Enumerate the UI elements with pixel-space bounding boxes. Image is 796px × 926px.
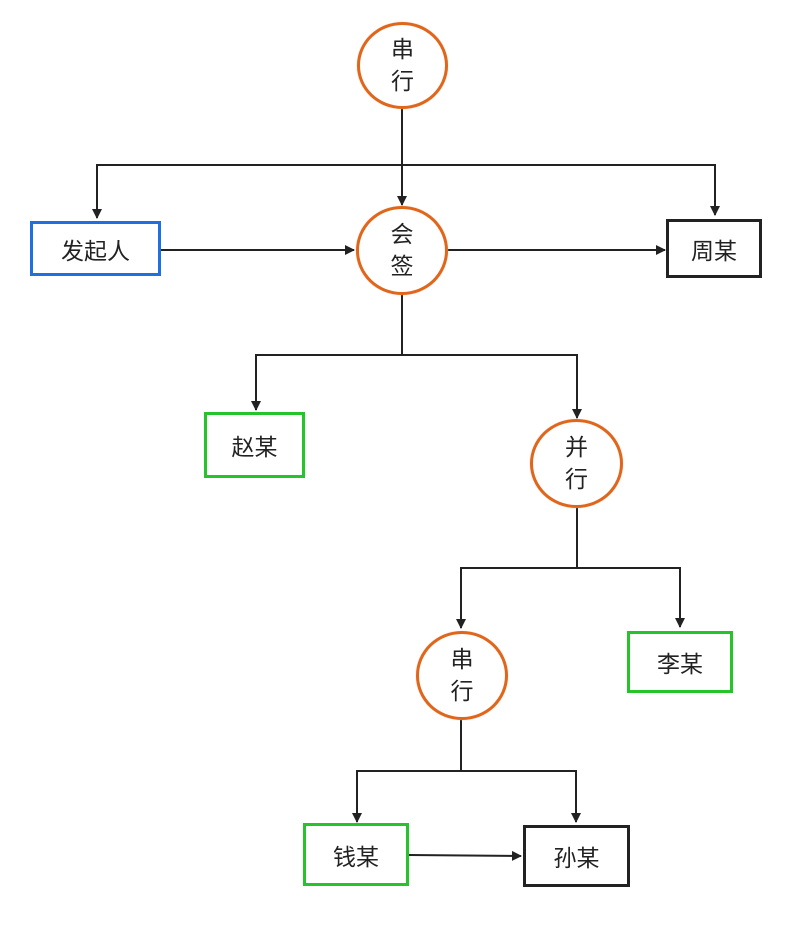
countersign-char-2: 签: [390, 253, 414, 280]
initiator-box: 发起人: [30, 221, 161, 276]
edge-countersign-to-parallel: [402, 354, 582, 419]
edge-parallel-to-sub-serial: [456, 567, 577, 629]
top-serial-char-2: 行: [391, 68, 414, 95]
top-serial-node: 串 行: [357, 22, 448, 109]
zhou-box: 周某: [666, 219, 762, 278]
parallel-char-2: 行: [565, 466, 588, 493]
li-label: 李某: [657, 652, 703, 678]
sub-serial-char-2: 行: [450, 678, 474, 705]
edge-parallel-to-li: [577, 567, 685, 628]
parallel-node: 并 行: [530, 419, 623, 508]
edge-top-serial-to-zhou: [402, 164, 720, 216]
qian-box: 钱某: [303, 823, 409, 886]
qian-label: 钱某: [333, 844, 379, 871]
edge-top-serial-to-initiator: [92, 164, 402, 219]
edge-countersign-to-zhao: [251, 354, 402, 411]
countersign-node: 会 签: [356, 206, 448, 295]
top-serial-char-1: 串: [391, 36, 414, 63]
edge-qian-to-sun: [408, 850, 522, 861]
parallel-char-1: 并: [565, 434, 588, 461]
sun-label: 孙某: [553, 846, 600, 872]
sub-serial-char-1: 串: [450, 646, 474, 673]
sub-serial-node: 串 行: [416, 631, 508, 720]
zhao-label: 赵某: [231, 435, 278, 461]
li-box: 李某: [627, 631, 733, 693]
zhou-label: 周某: [691, 238, 737, 265]
countersign-char-1: 会: [390, 221, 414, 248]
initiator-label: 发起人: [61, 238, 130, 265]
zhao-box: 赵某: [204, 412, 305, 478]
edge-sub-serial-to-sun: [461, 770, 581, 823]
edge-sub-serial-to-qian: [352, 770, 461, 823]
sun-box: 孙某: [523, 825, 630, 887]
